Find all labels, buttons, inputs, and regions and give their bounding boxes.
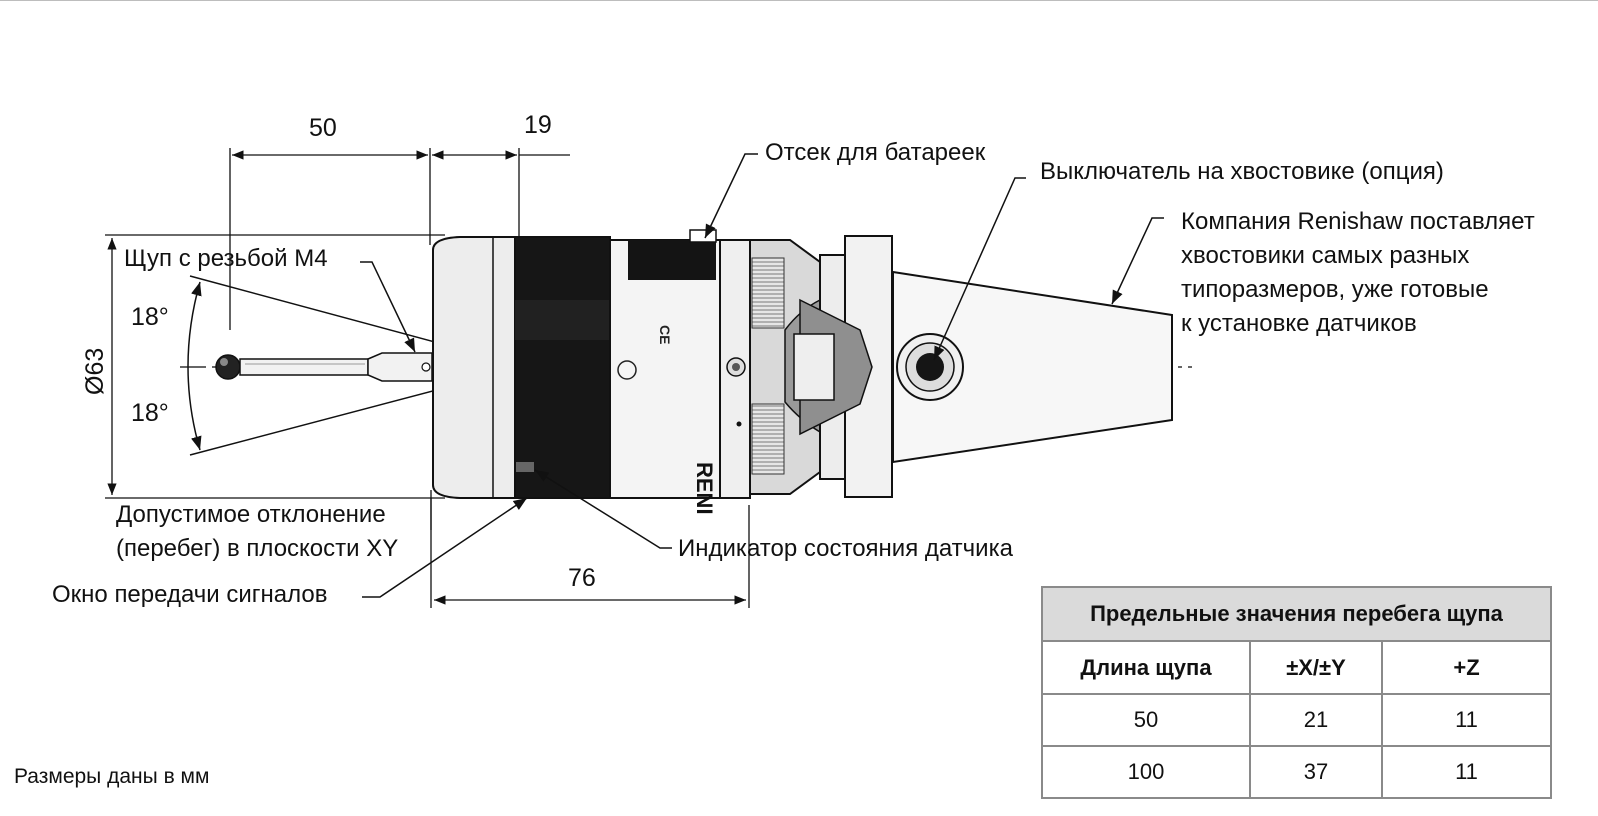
table-header-xy: ±X/±Y [1249, 640, 1383, 695]
angle-top-label: 18° [131, 303, 169, 331]
overtravel-table: Предельные значения перебега щупа Длина … [1041, 586, 1552, 799]
leader-indicator [534, 469, 672, 549]
indicator-label: Индикатор состояния датчика [678, 535, 1013, 562]
table-cell: 11 [1381, 745, 1552, 799]
table-cell: 21 [1249, 693, 1383, 747]
probe-sleeve [719, 239, 751, 499]
overtravel-angle-arc [187, 281, 202, 451]
shanks-label: Компания Renishaw поставляет хвостовики … [1181, 208, 1535, 337]
table-row: 100 37 11 [1041, 745, 1552, 799]
leader-stylus [360, 261, 416, 353]
table-header-z: +Z [1381, 640, 1552, 695]
dim-19-label: 19 [524, 111, 552, 139]
table-cell: 37 [1249, 745, 1383, 799]
svg-text:RENI: RENI [692, 462, 717, 515]
dim-50-label: 50 [309, 114, 337, 142]
units-note: Размеры даны в мм [14, 765, 210, 788]
table-cell: 100 [1041, 745, 1251, 799]
table-row: 50 21 11 [1041, 693, 1552, 747]
leader-battery [704, 153, 758, 239]
probe-front-cap [432, 236, 516, 499]
svg-text:CE: CE [657, 325, 673, 344]
stylus-label: Щуп с резьбой M4 [124, 245, 328, 272]
stylus [215, 352, 433, 382]
leader-window [362, 497, 528, 598]
table-header-length: Длина щупа [1041, 640, 1251, 695]
taper-shank [892, 270, 1173, 464]
table-title: Предельные значения перебега щупа [1041, 586, 1552, 642]
probe-nut [793, 235, 893, 498]
leader-shank [1111, 217, 1164, 305]
probe-label-section: CE RENI [609, 229, 721, 515]
dim-diameter-label: Ø63 [81, 347, 109, 395]
battery-label: Отсек для батареек [765, 139, 986, 166]
top-border [0, 0, 1598, 1]
angle-bottom-label: 18° [131, 399, 169, 427]
window-label: Окно передачи сигналов [52, 581, 328, 608]
probe-body [514, 236, 611, 499]
shank-switch-label: Выключатель на хвостовике (опция) [1040, 158, 1444, 185]
overtravel-label: Допустимое отклонение (перебег) в плоско… [116, 501, 399, 562]
table-cell: 50 [1041, 693, 1251, 747]
dim-76-label: 76 [568, 564, 596, 592]
leader-switch [933, 177, 1026, 361]
table-cell: 11 [1381, 693, 1552, 747]
